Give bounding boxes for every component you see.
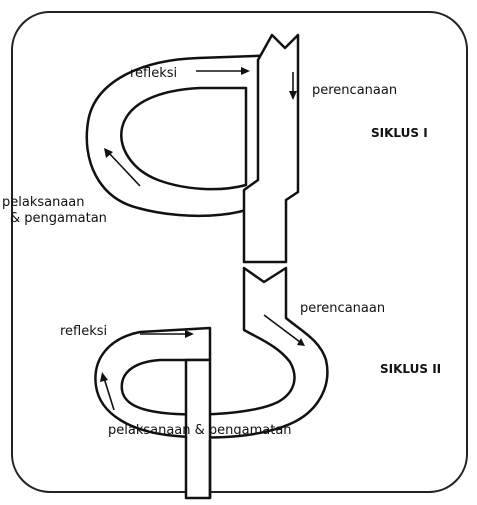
cycle-1-band [87, 35, 298, 262]
label-planning-2: perencanaan [300, 301, 385, 316]
label-reflection-2: refleksi [60, 324, 107, 339]
cycle-2-band [95, 268, 327, 498]
label-action-1-line2: & pengamatan [10, 211, 107, 226]
label-reflection-1: refleksi [130, 66, 177, 81]
label-cycle-2-title: SIKLUS II [380, 362, 441, 376]
label-planning-1: perencanaan [312, 83, 397, 98]
label-action-1-line1: pelaksanaan [2, 195, 85, 210]
label-cycle-1-title: SIKLUS I [371, 126, 428, 140]
label-action-2: pelaksanaan & pengamatan [108, 423, 292, 438]
